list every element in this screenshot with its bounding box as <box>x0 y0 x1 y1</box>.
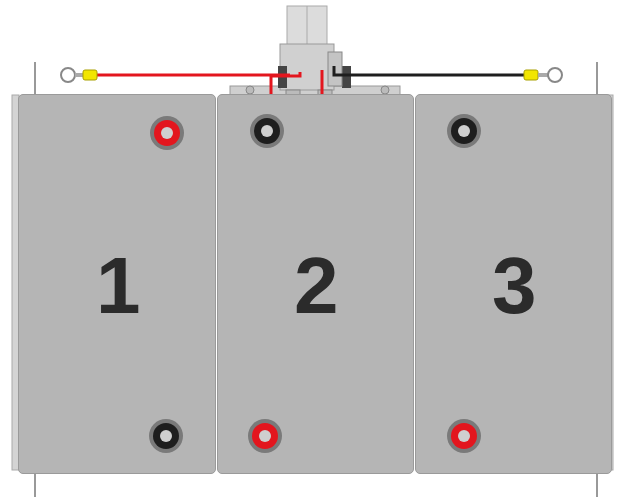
battery-cell: 3 <box>415 94 612 474</box>
terminal-post <box>447 114 481 148</box>
terminal-post <box>447 419 481 453</box>
battery-cell: 1 <box>18 94 216 474</box>
negative-wire <box>334 66 562 82</box>
terminal-post <box>149 419 183 453</box>
terminal-post <box>150 116 184 150</box>
cell-number: 2 <box>294 246 339 326</box>
terminal-post <box>248 419 282 453</box>
circuit-breaker <box>246 6 389 95</box>
positive-wire <box>61 68 290 82</box>
battery-cell: 2 <box>217 94 414 474</box>
cell-number: 3 <box>492 246 537 326</box>
cell-number: 1 <box>96 246 141 326</box>
terminal-post <box>250 114 284 148</box>
